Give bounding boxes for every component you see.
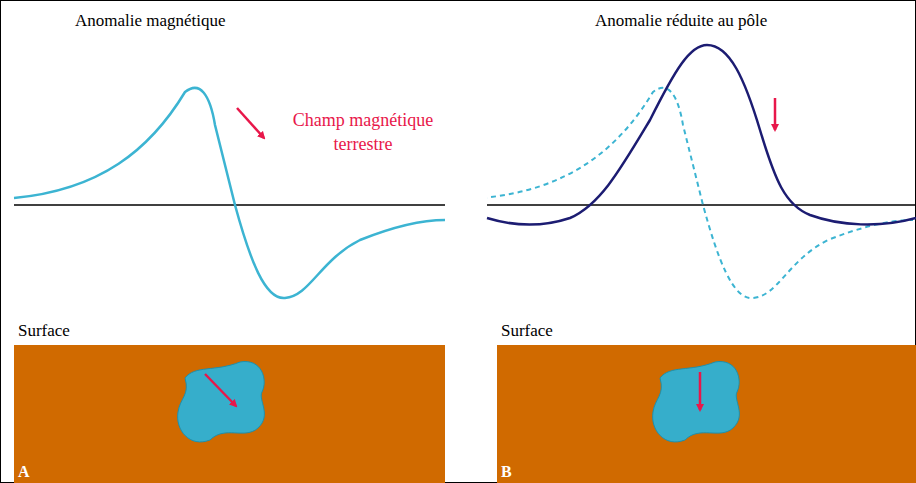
field-label: Champ magnétique terrestre [278,108,448,157]
reduced-curve [487,45,916,224]
magnetization-arrow [205,374,236,406]
original-curve-dashed [487,88,913,298]
baseline [487,204,916,206]
magnetization-arrow [699,372,702,410]
field-arrow [774,98,777,130]
surface-label: Surface [18,321,70,341]
surface-label: Surface [501,321,553,341]
panel-title: Anomalie magnétique [75,10,295,33]
ground-band: SurfaceA [14,345,445,483]
panel-letter: A [18,463,30,481]
magnetic-body [14,345,445,483]
magnetic-body [497,345,916,483]
ground-band: SurfaceB [497,345,916,483]
baseline [14,204,445,206]
panel-letter: B [501,463,512,481]
field-arrow [237,108,264,138]
panel-title: Anomalie réduite au pôle [595,10,835,33]
